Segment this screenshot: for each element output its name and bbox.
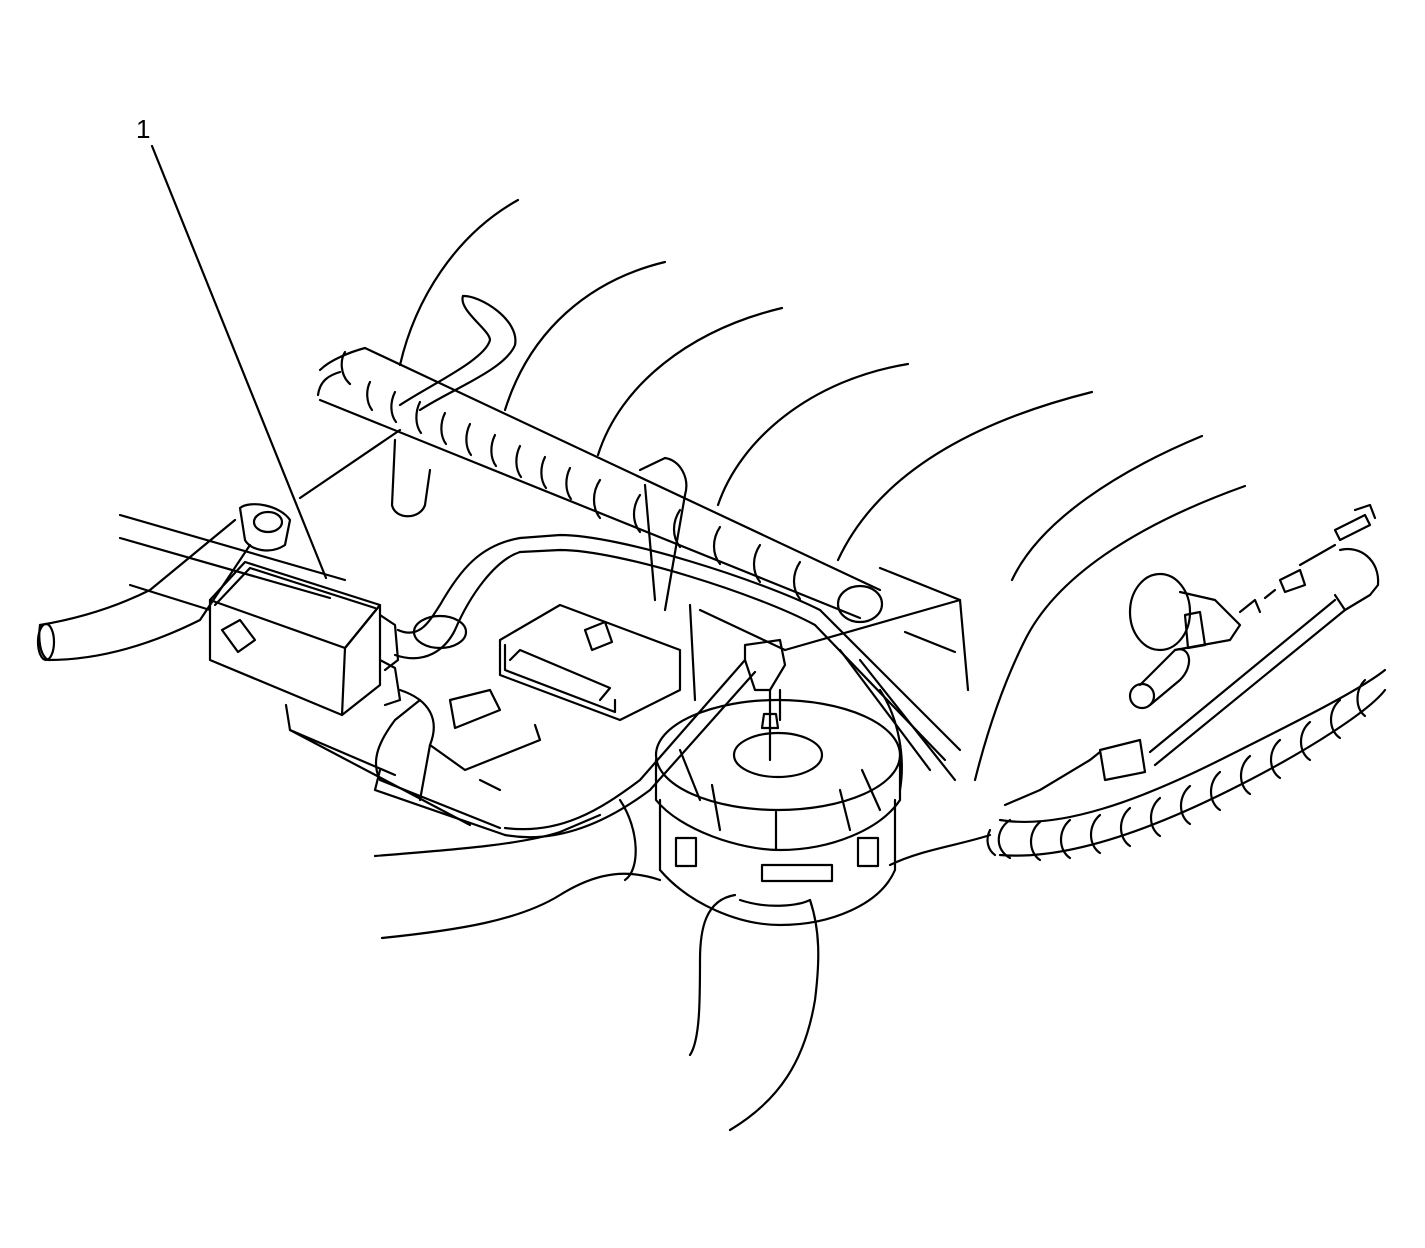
left-hose [38, 504, 290, 660]
wrapped-hose-upper [318, 348, 882, 622]
sensor-connector [430, 605, 680, 790]
intake-runners [400, 200, 1245, 780]
right-sensor-assembly [1005, 505, 1378, 805]
callout-leader-line [152, 146, 326, 578]
round-actuator [656, 700, 900, 925]
lower-hose [690, 895, 818, 1130]
solenoid-hoses [375, 535, 960, 837]
center-brackets [690, 600, 960, 790]
callout-number-1: 1 [136, 114, 151, 144]
wrapped-hose-right [988, 670, 1385, 860]
manifold-body [120, 430, 990, 938]
purge-solenoid-component [210, 562, 400, 715]
upper-tube [392, 296, 515, 516]
